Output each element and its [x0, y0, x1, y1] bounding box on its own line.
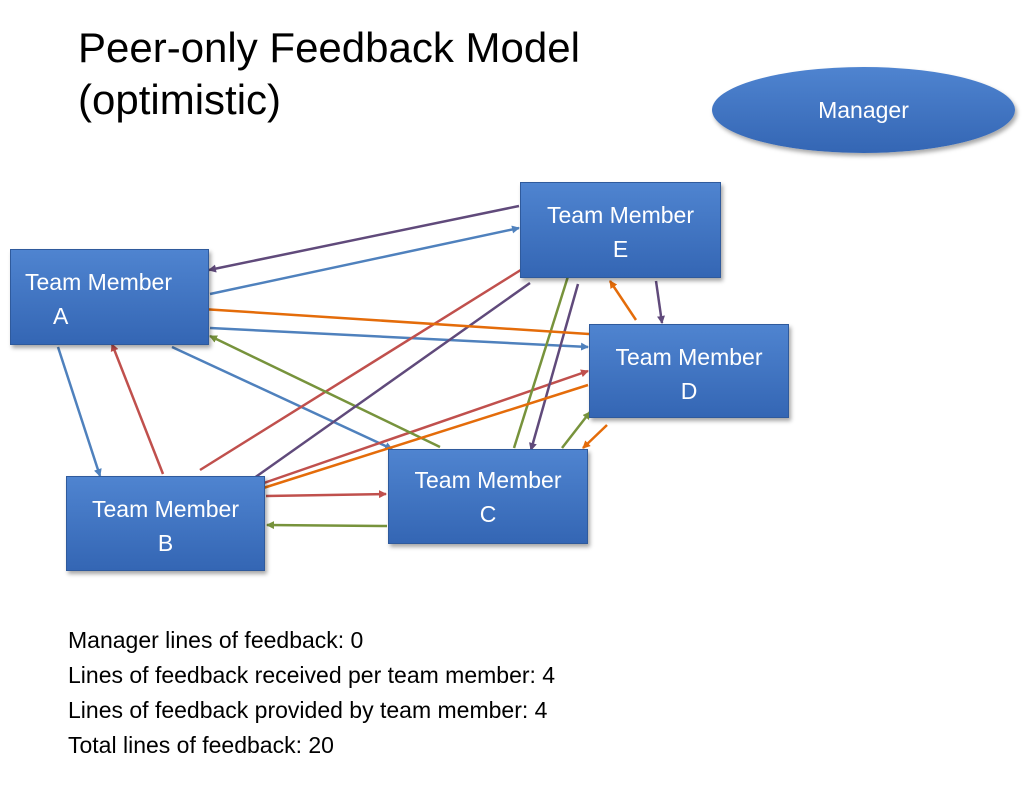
team-member-a: Team Member A	[10, 249, 209, 345]
team-member-b: Team Member B	[66, 476, 265, 571]
arrow-e-to-c	[529, 283, 580, 451]
manager-label: Manager	[818, 96, 909, 123]
member-b-label: Team Member	[92, 496, 239, 522]
title-line-1: Peer-only Feedback Model	[78, 24, 580, 71]
arrow-c-to-d	[561, 411, 591, 449]
arrow-b-to-c	[265, 490, 387, 499]
manager-node: Manager	[712, 67, 1015, 153]
feedback-stats: Manager lines of feedback: 0 Lines of fe…	[68, 623, 555, 763]
title-line-2: (optimistic)	[78, 76, 282, 123]
arrow-c-to-b	[266, 521, 388, 530]
arrow-e-to-d	[654, 280, 665, 324]
stat-manager-lines: Manager lines of feedback: 0	[68, 627, 364, 653]
arrow-d-to-a	[201, 305, 590, 336]
member-a-letter: A	[53, 303, 69, 329]
arrow-a-to-e	[209, 225, 520, 296]
arrow-a-to-b	[56, 346, 102, 477]
arrow-b-to-e	[199, 256, 541, 472]
arrow-e-to-a	[208, 204, 520, 273]
member-a-label: Team Member	[25, 269, 172, 295]
arrow-a-to-d	[209, 326, 589, 351]
team-member-d: Team Member D	[589, 324, 789, 418]
arrow-e-to-b	[239, 281, 531, 490]
member-c-letter: C	[479, 501, 497, 527]
arrow-a-to-c	[171, 345, 393, 451]
stat-provided-by-member: Lines of feedback provided by team membe…	[68, 697, 548, 723]
team-member-e: Team Member E	[520, 182, 721, 278]
team-member-c: Team Member C	[388, 449, 588, 544]
arrow-c-to-e	[512, 269, 572, 449]
stat-total-lines: Total lines of feedback: 20	[68, 732, 334, 758]
stat-received-per-member: Lines of feedback received per team memb…	[68, 662, 556, 688]
arrow-d-to-e	[608, 280, 638, 321]
member-e-label: Team Member	[547, 202, 694, 228]
arrow-d-to-c	[582, 424, 608, 449]
arrow-b-to-a	[110, 343, 165, 475]
member-e-letter: E	[612, 236, 629, 262]
arrow-c-to-a	[209, 334, 441, 449]
arrow-d-to-b	[256, 383, 589, 492]
member-b-letter: B	[157, 530, 174, 556]
slide-title: Peer-only Feedback Model (optimistic)	[78, 22, 678, 126]
member-d-letter: D	[680, 378, 698, 404]
member-d-label: Team Member	[615, 344, 763, 370]
member-c-label: Team Member	[414, 467, 562, 493]
